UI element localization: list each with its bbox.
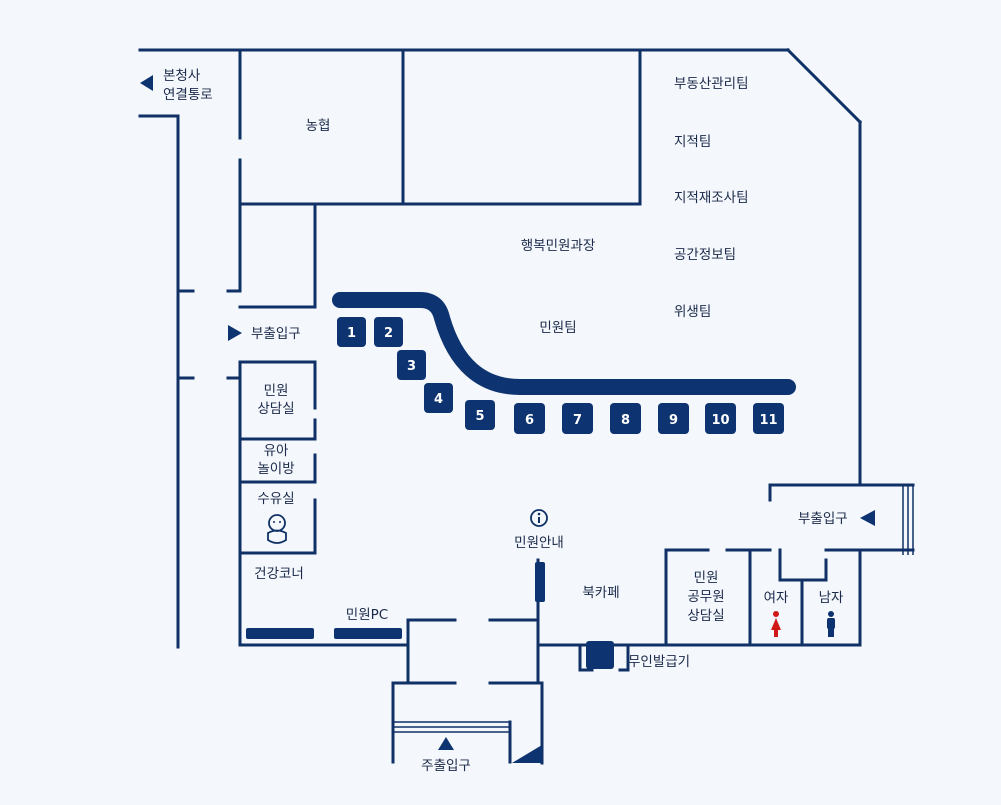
baby-icon: [267, 514, 287, 544]
walls: [138, 47, 915, 765]
side-entrance-right-label: 부출입구: [798, 511, 848, 527]
door-wedge-icon: [512, 745, 542, 763]
info-icon: [530, 509, 548, 527]
main-building-link-label-line1: 본청사: [163, 68, 201, 84]
window-number: 7: [573, 413, 582, 428]
nursing-room-label: 수유실: [257, 491, 294, 507]
pc-desk-left: [246, 628, 314, 639]
window-5: 5: [465, 400, 495, 430]
window-10: 10: [705, 403, 736, 434]
hygiene-team-label: 위생팀: [674, 304, 711, 320]
triangle-arrow-icon: [860, 510, 875, 526]
window-number: 10: [711, 413, 729, 428]
triangle-arrow-icon: [228, 325, 242, 341]
civil-info-label: 민원안내: [514, 535, 564, 551]
pc-desk-right: [334, 628, 402, 639]
male-person-icon: [827, 611, 835, 637]
window-number: 4: [434, 392, 443, 407]
main-building-link-label-line2: 연결통로: [163, 87, 213, 103]
kids-playroom-label-line1: 유아: [264, 443, 289, 459]
window-number: 2: [384, 326, 393, 341]
window-11: 11: [753, 403, 784, 434]
window-number: 11: [759, 413, 777, 428]
window-9: 9: [658, 403, 689, 434]
female-restroom-label: 여자: [764, 590, 789, 606]
happy-civil-dept-label: 행복민원과장: [521, 238, 596, 254]
real-estate-team-label: 부동산관리팀: [674, 76, 749, 92]
window-number: 5: [475, 409, 484, 424]
window-6: 6: [514, 403, 545, 434]
window-4: 4: [424, 383, 453, 413]
male-restroom-label: 남자: [819, 590, 844, 606]
civil-team-label: 민원팀: [539, 320, 576, 336]
health-corner-label: 건강코너: [254, 566, 304, 582]
civil-consult-room-label-line1: 민원: [264, 383, 289, 399]
window-number: 8: [621, 413, 630, 428]
main-entrance-label: 주출입구: [421, 758, 471, 774]
service-counter: [332, 292, 796, 395]
triangle-arrow-icon: [438, 737, 454, 750]
window-8: 8: [610, 403, 641, 434]
labels: 본청사 연결통로 농협 부동산관리팀 지적팀 지적재조사팀 공간정보팀 위생팀 …: [163, 68, 848, 774]
spatial-info-team-label: 공간정보팀: [674, 247, 736, 263]
kids-playroom-label-line2: 놀이방: [257, 461, 294, 477]
cadastral-team-label: 지적팀: [674, 134, 711, 150]
triangle-arrow-icon: [140, 75, 153, 91]
kiosk-machine: [586, 641, 614, 669]
window-3: 3: [397, 350, 426, 380]
cadastral-resurvey-team-label: 지적재조사팀: [674, 190, 749, 206]
civil-pc-label: 민원PC: [346, 607, 388, 623]
window-number: 3: [407, 359, 416, 374]
civil-consult-room-label-line2: 상담실: [257, 401, 294, 417]
window-number: 9: [669, 413, 678, 428]
female-person-icon: [771, 611, 781, 637]
service-windows: 1 2 3 4 5 6 7 8: [337, 317, 784, 434]
official-consult-room-label-line2: 공무원: [687, 589, 724, 605]
window-7: 7: [562, 403, 593, 434]
official-consult-room-label-line1: 민원: [694, 570, 719, 586]
info-desk: [535, 562, 545, 602]
window-1: 1: [337, 317, 366, 347]
side-entrance-left-label: 부출입구: [251, 326, 301, 342]
window-number: 6: [525, 413, 534, 428]
window-2: 2: [374, 317, 403, 347]
kiosk-label: 무인발급기: [628, 654, 690, 670]
window-number: 1: [347, 326, 356, 341]
official-consult-room-label-line3: 상담실: [687, 608, 724, 624]
nonghyup-label: 농협: [306, 118, 331, 134]
book-cafe-label: 북카페: [582, 585, 619, 601]
